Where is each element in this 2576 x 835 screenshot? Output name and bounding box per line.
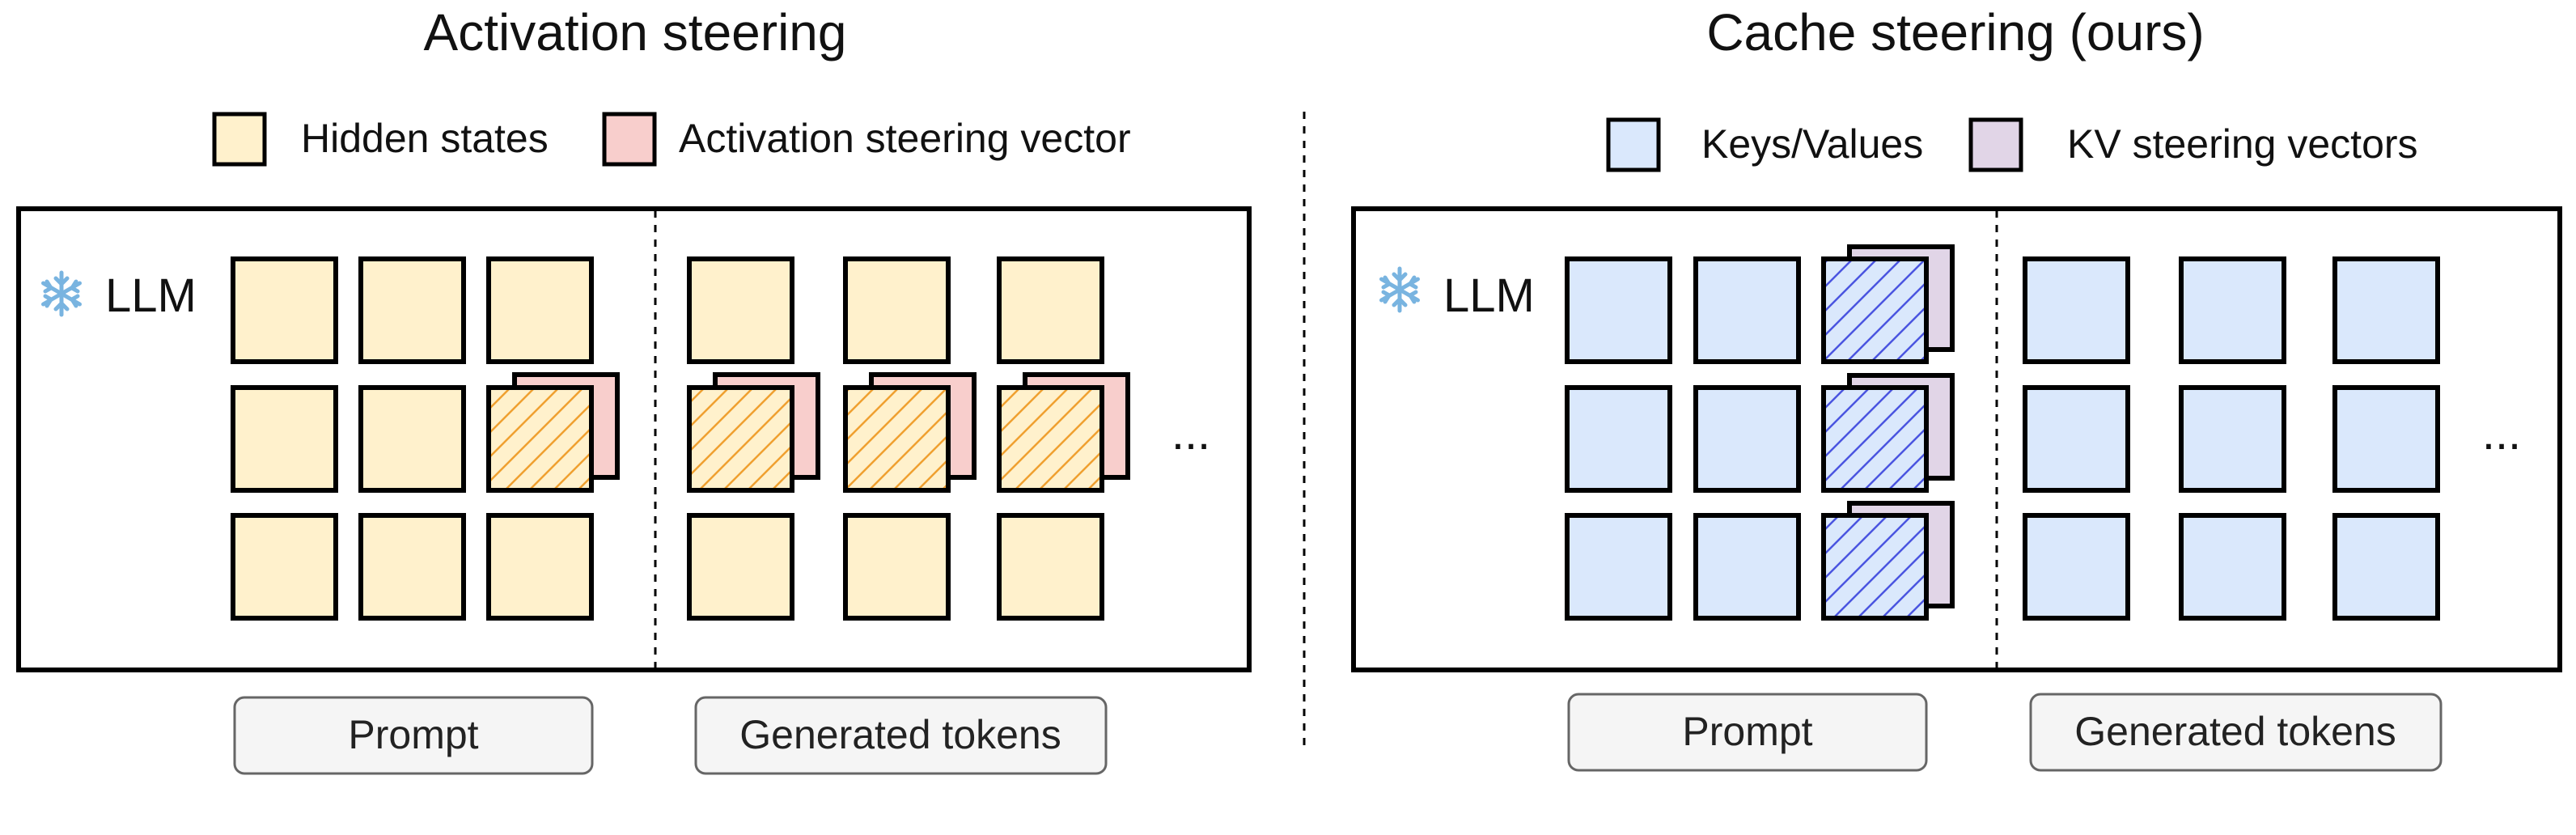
hidden-state-block bbox=[687, 513, 794, 621]
prompt-kv-cache bbox=[1565, 244, 1955, 621]
prompt-hidden-states bbox=[231, 256, 620, 621]
kv-block bbox=[2332, 256, 2440, 364]
legend-label-hidden-states: Hidden states bbox=[301, 116, 549, 161]
generated-tokens-box bbox=[2029, 693, 2443, 772]
generated-tokens-label-left: Generated tokens bbox=[694, 696, 1108, 775]
kv-block bbox=[2179, 513, 2286, 621]
cache-legend: Keys/Values KV steering vectors bbox=[1606, 117, 2418, 172]
generated-tokens-label-right: Generated tokens bbox=[2029, 693, 2443, 772]
snowflake-icon bbox=[41, 270, 82, 317]
generated-tokens-label: Generated tokens bbox=[739, 712, 1061, 757]
hidden-state-block bbox=[843, 256, 951, 364]
kv-block bbox=[1565, 385, 1672, 493]
kv-block bbox=[2023, 385, 2130, 493]
prompt-box bbox=[233, 696, 594, 775]
cache-steering-panel: Cache steering (ours) Keys/Values KV ste… bbox=[1351, 3, 2562, 772]
activation-steering-panel: Activation steering Hidden states Activa… bbox=[16, 3, 1252, 775]
hidden-state-block bbox=[231, 513, 338, 621]
kv-block bbox=[2023, 513, 2130, 621]
hidden-state-block bbox=[486, 513, 594, 621]
prompt-label: Prompt bbox=[1682, 709, 1812, 754]
hidden-state-block bbox=[358, 256, 466, 364]
continuation-ellipsis: ... bbox=[1171, 407, 1210, 460]
steered-hidden-state-hatch bbox=[843, 385, 951, 493]
legend-label-keys-values: Keys/Values bbox=[1701, 121, 1923, 167]
prompt-box bbox=[1567, 693, 1928, 772]
llm-label: LLM bbox=[105, 269, 197, 322]
snowflake-icon bbox=[1379, 266, 1420, 313]
generated-tokens-box bbox=[694, 696, 1108, 775]
legend-swatch-activation-vector bbox=[602, 112, 657, 167]
generated-kv-cache bbox=[2023, 256, 2440, 621]
kv-block bbox=[1565, 256, 1672, 364]
kv-block bbox=[1693, 513, 1801, 621]
prompt-label: Prompt bbox=[348, 712, 478, 757]
prompt-label-left: Prompt bbox=[233, 696, 594, 775]
generated-hidden-states bbox=[687, 256, 1130, 621]
hidden-state-block bbox=[486, 256, 594, 364]
legend-swatch-keys-values bbox=[1606, 117, 1661, 172]
generated-tokens-label: Generated tokens bbox=[2074, 709, 2396, 754]
activation-steering-title: Activation steering bbox=[424, 3, 847, 61]
steered-kv-hatch bbox=[1821, 385, 1929, 493]
legend-swatch-kv-vectors bbox=[1968, 117, 2023, 172]
kv-block bbox=[2179, 256, 2286, 364]
legend-swatch-hidden-states bbox=[212, 112, 267, 167]
kv-block bbox=[2332, 513, 2440, 621]
hidden-state-block bbox=[997, 513, 1104, 621]
llm-label: LLM bbox=[1443, 269, 1535, 322]
hidden-state-block bbox=[231, 256, 338, 364]
steered-kv-hatch bbox=[1821, 513, 1929, 621]
llm-label-left: LLM bbox=[41, 269, 197, 322]
steered-kv-hatch bbox=[1821, 256, 1929, 364]
continuation-ellipsis: ... bbox=[2482, 407, 2521, 460]
llm-label-right: LLM bbox=[1379, 266, 1535, 322]
steered-hidden-state-hatch bbox=[997, 385, 1104, 493]
hidden-state-block bbox=[358, 513, 466, 621]
hidden-state-block bbox=[843, 513, 951, 621]
cache-steering-title: Cache steering (ours) bbox=[1706, 3, 2204, 61]
prompt-label-right: Prompt bbox=[1567, 693, 1928, 772]
kv-block bbox=[2023, 256, 2130, 364]
hidden-state-block bbox=[358, 385, 466, 493]
steered-hidden-state-hatch bbox=[687, 385, 794, 493]
hidden-state-block bbox=[687, 256, 794, 364]
kv-block bbox=[2332, 385, 2440, 493]
hidden-state-block bbox=[231, 385, 338, 493]
hidden-state-block bbox=[997, 256, 1104, 364]
kv-block bbox=[2179, 385, 2286, 493]
kv-block bbox=[1565, 513, 1672, 621]
kv-block bbox=[1693, 385, 1801, 493]
activation-legend: Hidden states Activation steering vector bbox=[212, 112, 1131, 167]
steered-hidden-state-hatch bbox=[486, 385, 594, 493]
kv-block bbox=[1693, 256, 1801, 364]
legend-label-kv-vectors: KV steering vectors bbox=[2067, 121, 2418, 167]
legend-label-activation-vector: Activation steering vector bbox=[679, 116, 1131, 161]
